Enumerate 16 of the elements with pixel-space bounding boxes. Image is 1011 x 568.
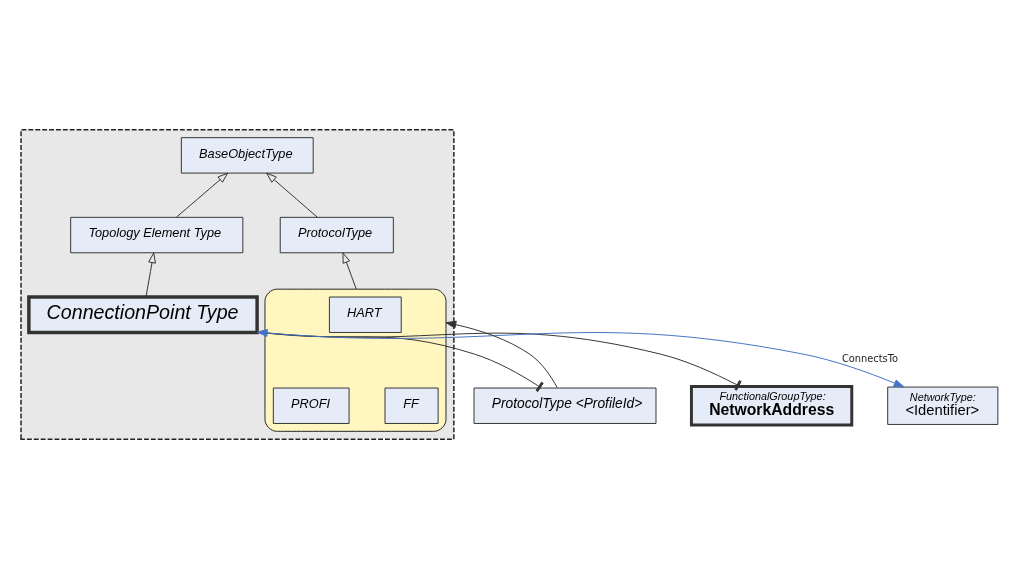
node-box: BaseObjectType — [180, 136, 314, 174]
node-box: PROFI — [272, 387, 350, 424]
arrow — [342, 251, 357, 290]
node-box: Topology Element Type — [70, 216, 244, 253]
node-box: ProtocolType <ProfileId> — [473, 387, 657, 424]
arrow — [445, 320, 558, 388]
node-box: ConnectionPoint Type — [27, 294, 259, 334]
node-box: FF — [384, 387, 439, 424]
cluster — [264, 288, 447, 432]
arrow — [145, 251, 156, 297]
node-box: HART — [328, 296, 402, 333]
node-box: NetworkType: <Identifier> — [887, 386, 999, 425]
arrow — [175, 172, 229, 218]
edge-label: ConnectsTo — [841, 352, 899, 364]
node-box: ProtocolType — [279, 216, 394, 253]
arrow — [266, 172, 318, 218]
